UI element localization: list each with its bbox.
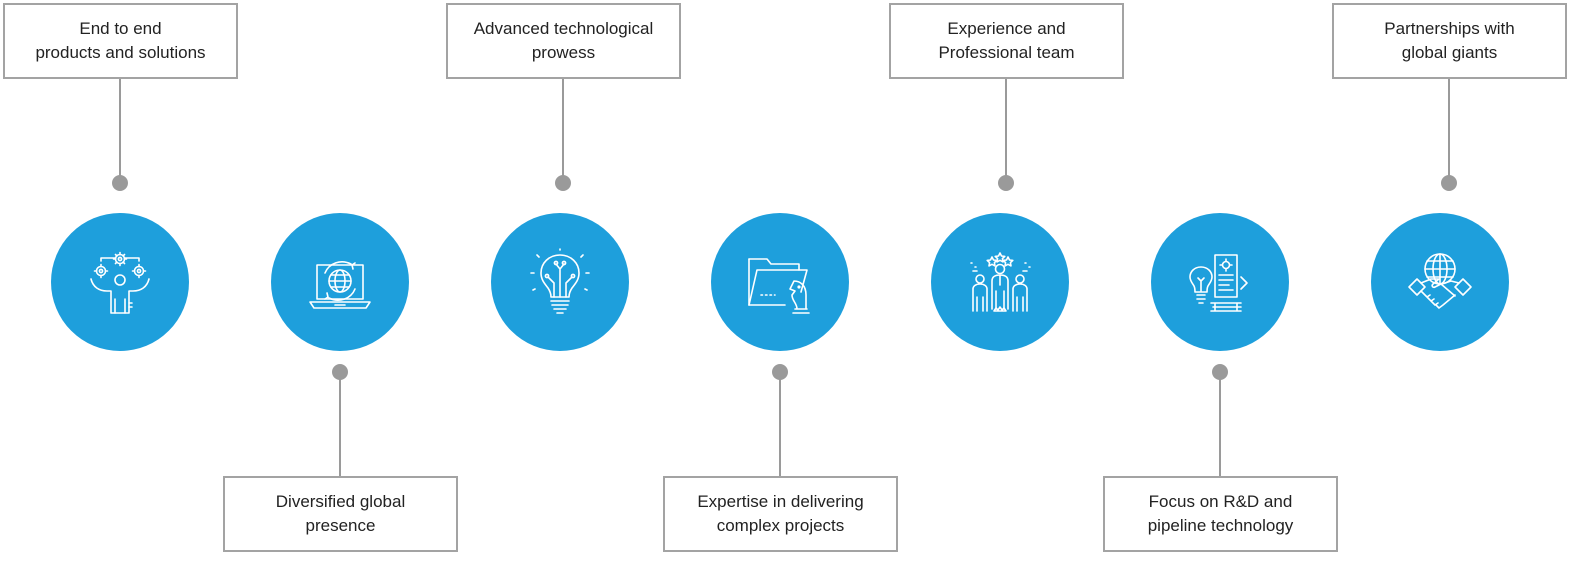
node-7-label-box: Partnerships with global giants xyxy=(1332,3,1567,79)
node-1-label-line-2: products and solutions xyxy=(35,43,206,62)
node-5-label-box: Experience and Professional team xyxy=(889,3,1124,79)
node-6-connector xyxy=(1219,372,1221,476)
globe-handshake-icon xyxy=(1408,253,1472,309)
node-1-dot xyxy=(112,175,128,191)
node-1-label-line-1: End to end xyxy=(79,19,162,38)
node-5-label-line-1: Experience and xyxy=(947,19,1066,38)
node-4-label-line-1: Expertise in delivering xyxy=(697,492,864,511)
node-5-circle xyxy=(931,213,1069,351)
node-4-label-line-2: complex projects xyxy=(716,516,845,535)
node-5-label-line-2: Professional team xyxy=(938,43,1075,62)
team-stars-icon xyxy=(970,252,1031,312)
bulb-document-icon xyxy=(1189,254,1248,312)
node-2-connector xyxy=(339,372,341,476)
node-6-label-line-2: pipeline technology xyxy=(1147,516,1294,535)
node-7-label-line-2: global giants xyxy=(1401,43,1498,62)
folder-chess-knight-icon xyxy=(748,258,810,314)
node-2-label-line-1: Diversified global xyxy=(275,492,406,511)
laptop-globe-icon xyxy=(309,261,371,309)
juggling-gears-icon xyxy=(90,251,150,314)
node-4-connector xyxy=(779,372,781,476)
node-1-label-box: End to end products and solutions xyxy=(3,3,238,79)
circuit-lightbulb-icon xyxy=(530,248,590,314)
node-2-label-box: Diversified global presence xyxy=(223,476,458,552)
node-3-label-line-1: Advanced technological xyxy=(473,19,654,38)
node-7-connector xyxy=(1448,79,1450,183)
node-4-circle xyxy=(711,213,849,351)
node-3-circle xyxy=(491,213,629,351)
node-3-label-line-2: prowess xyxy=(531,43,596,62)
node-5-dot xyxy=(998,175,1014,191)
node-7-label-line-1: Partnerships with xyxy=(1384,19,1515,38)
node-2-circle xyxy=(271,213,409,351)
node-5-connector xyxy=(1005,79,1007,183)
node-3-label-box: Advanced technological prowess xyxy=(446,3,681,79)
node-3-connector xyxy=(562,79,564,183)
node-6-label-box: Focus on R&D and pipeline technology xyxy=(1103,476,1338,552)
node-2-label-line-2: presence xyxy=(305,516,376,535)
node-7-dot xyxy=(1441,175,1457,191)
node-6-label-line-1: Focus on R&D and xyxy=(1148,492,1293,511)
node-6-circle xyxy=(1151,213,1289,351)
node-3-dot xyxy=(555,175,571,191)
node-1-connector xyxy=(119,79,121,183)
node-7-circle xyxy=(1371,213,1509,351)
node-4-label-box: Expertise in delivering complex projects xyxy=(663,476,898,552)
node-1-circle xyxy=(51,213,189,351)
